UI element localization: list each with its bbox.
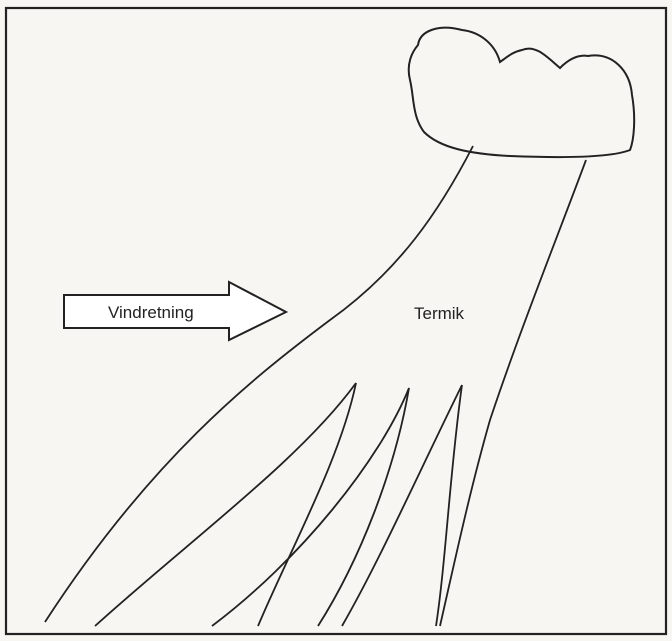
thermal-strand [258,383,356,626]
thermal-strand [318,388,409,626]
wind-direction-label: Vindretning [108,303,194,322]
cloud [409,28,634,157]
thermal-strand [95,383,356,626]
thermal-column [45,146,586,626]
thermal-strand [212,388,409,626]
thermal-label: Termik [414,304,465,323]
thermal-left-edge [45,146,473,622]
thermal-right-edge [440,160,586,626]
